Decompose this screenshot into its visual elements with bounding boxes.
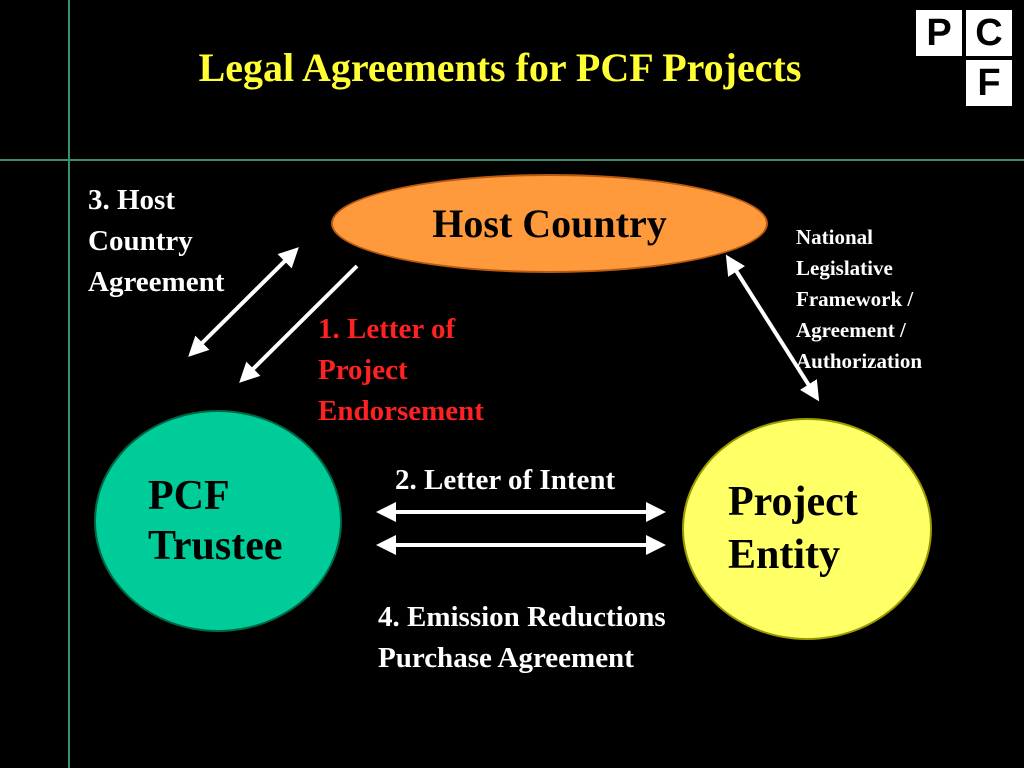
endorsement-arrow [239, 264, 359, 383]
national-framework-arrow [725, 254, 820, 402]
logo-letter-f: F [966, 60, 1012, 106]
vertical-rule [68, 0, 70, 768]
erpa-label: 4. Emission Reductions Purchase Agreemen… [378, 601, 666, 674]
project-entity-node: Project Entity [682, 418, 932, 640]
host-agreement-arrow [188, 247, 299, 357]
pcf-trustee-node: PCF Trustee [94, 410, 342, 632]
host-country-node: Host Country [331, 174, 768, 273]
logo-letter-p: P [916, 10, 962, 56]
logo-letter-c: C [966, 10, 1012, 56]
host-country-agreement-label: 3. Host Country Agreement [88, 184, 225, 298]
national-framework-label: National Legislative Framework / Agreeme… [796, 225, 922, 373]
pcf-logo: P C F [916, 10, 1016, 110]
horizontal-rule [0, 159, 1024, 161]
slide-title: Legal Agreements for PCF Projects [198, 45, 802, 90]
host-country-label: Host Country [432, 201, 667, 246]
project-entity-label: Project Entity [728, 479, 858, 578]
letter-of-endorsement-label: 1. Letter of Project Endorsement [318, 313, 484, 427]
pcf-trustee-label: PCF Trustee [148, 473, 283, 569]
letter-of-intent-label: 2. Letter of Intent [395, 464, 616, 496]
